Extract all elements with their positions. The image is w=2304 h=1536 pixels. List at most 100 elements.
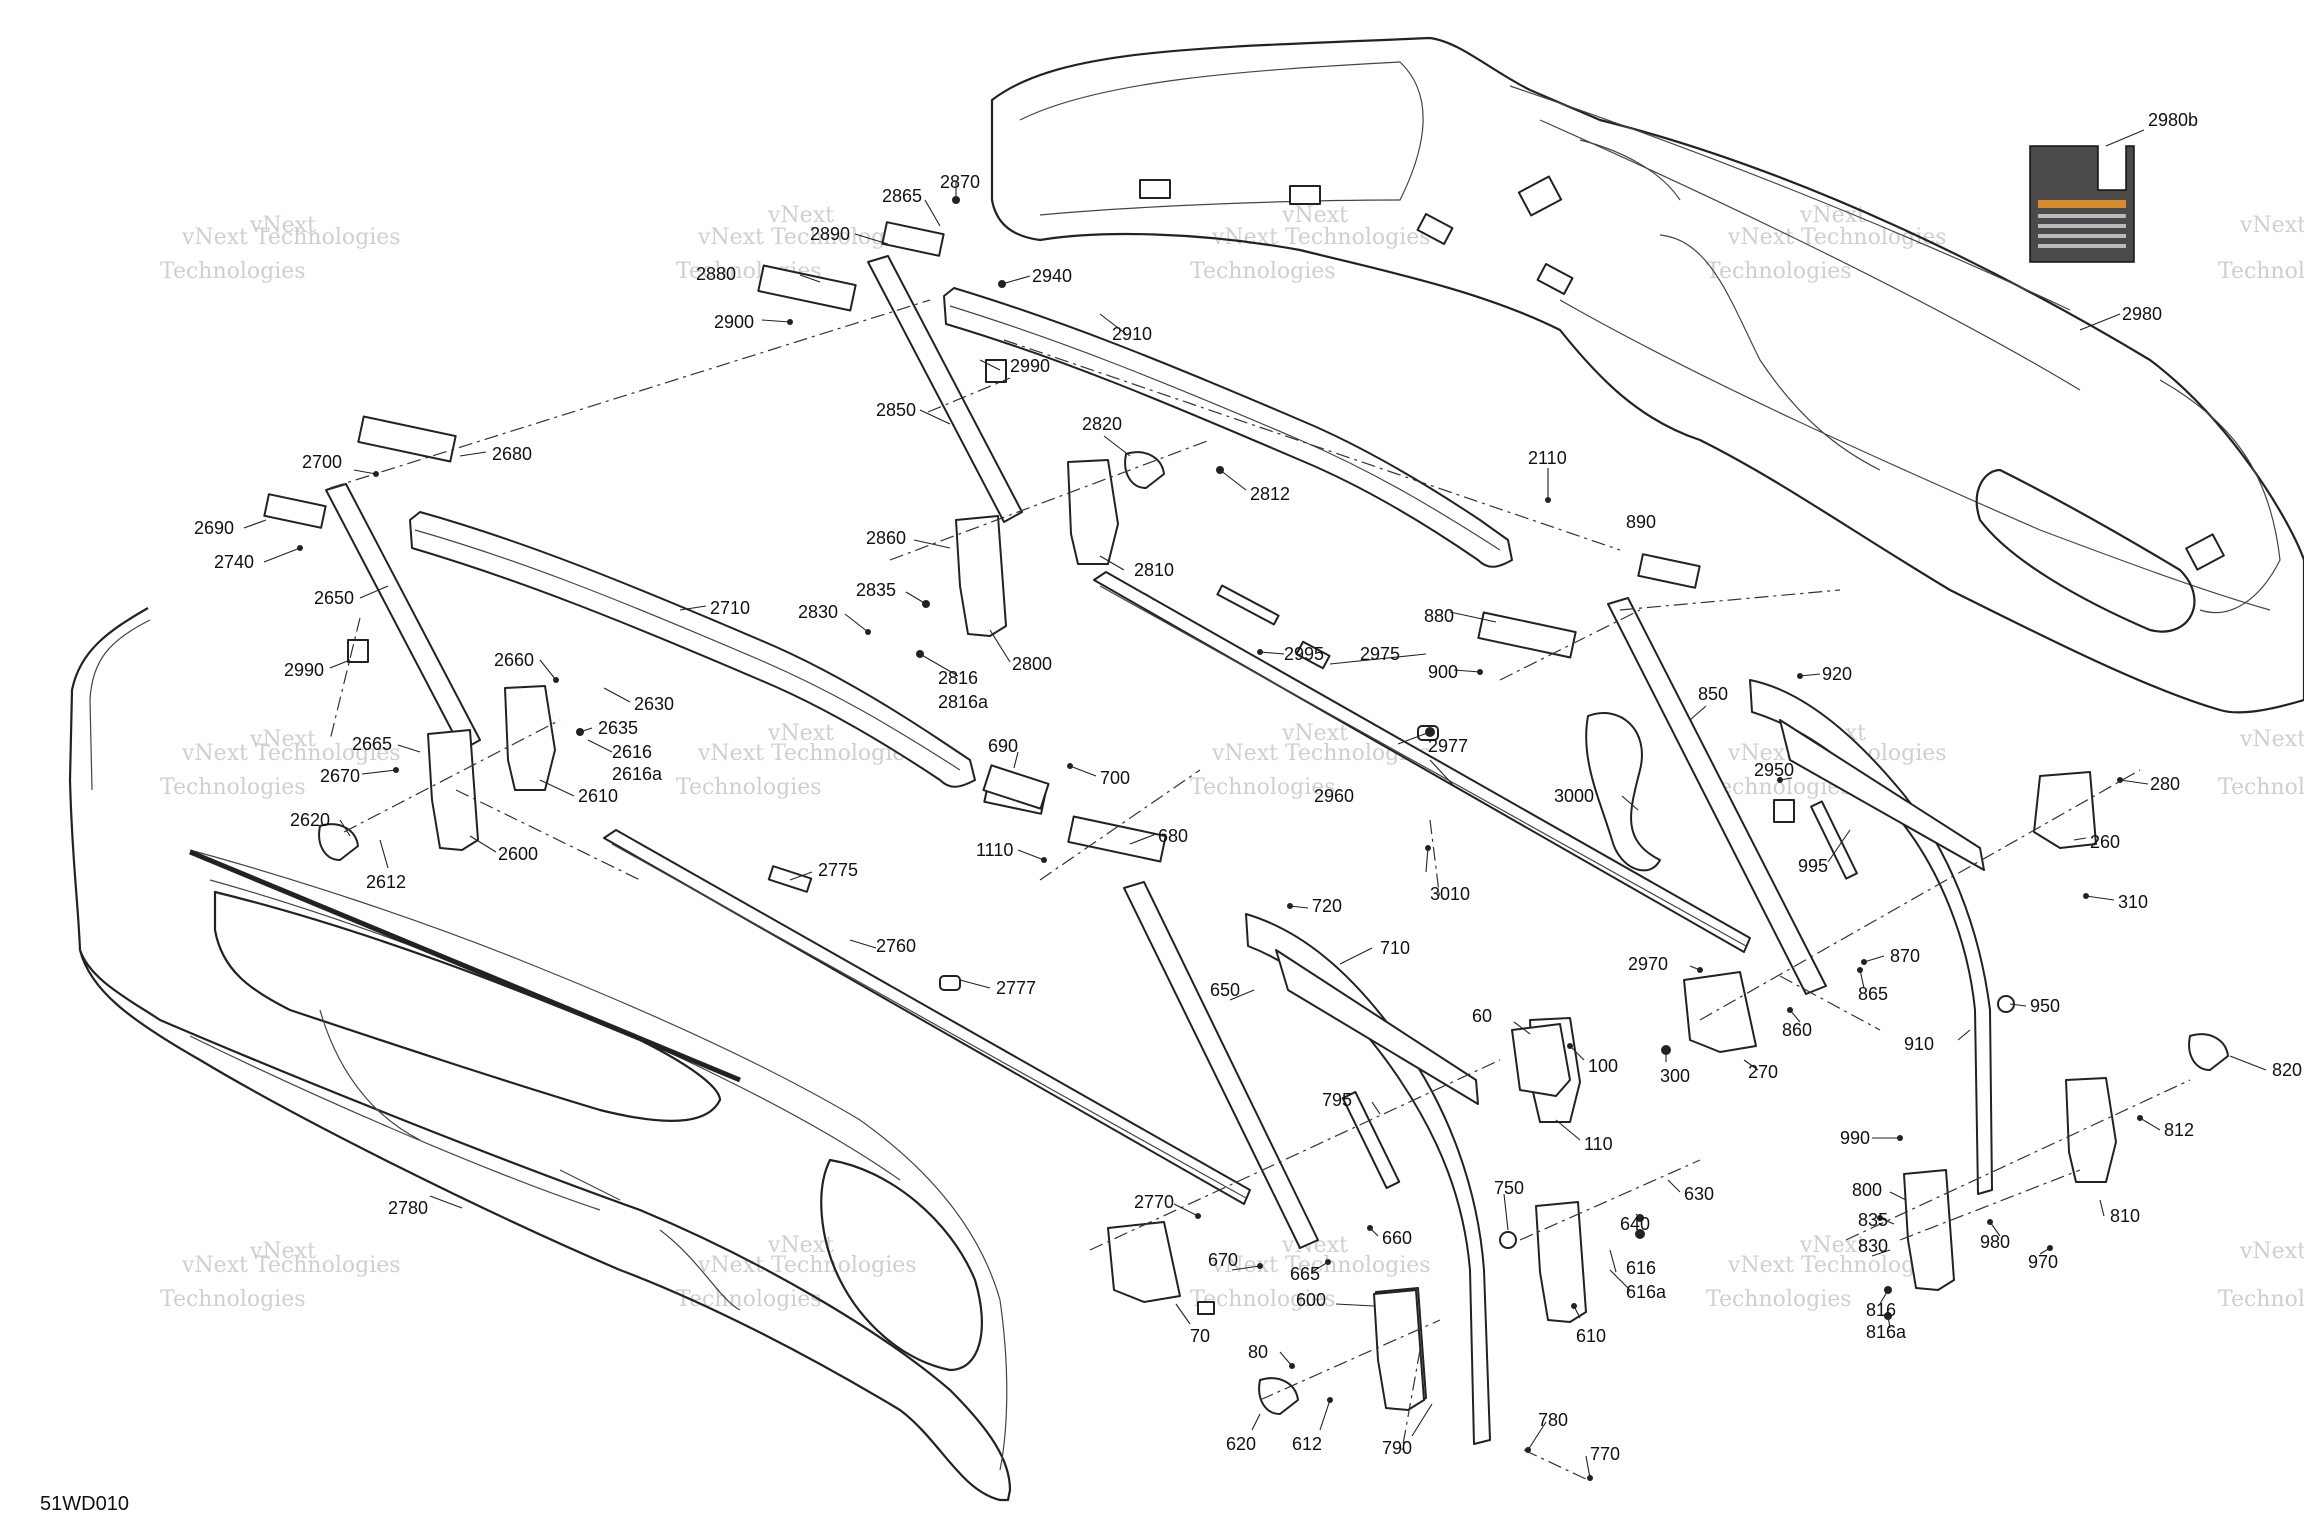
rear-enclosure-panel-2980	[990, 36, 2304, 714]
callout-label: 2950	[1754, 760, 1794, 780]
watermark-text: Technologies	[160, 259, 306, 284]
callout-label: 880	[1424, 606, 1454, 626]
callout-label: 665	[1290, 1264, 1320, 1284]
callout-label: 2810	[1134, 560, 1174, 580]
decal-2980b	[2029, 145, 2135, 263]
fastener-dots	[297, 196, 2143, 1481]
callout-label: 660	[1382, 1228, 1412, 1248]
track-rail-2910	[943, 287, 1513, 568]
watermark-text: vNext	[767, 721, 834, 746]
callout-label: 2812	[1250, 484, 1290, 504]
callout-label: 890	[1626, 512, 1656, 532]
callout-label: 616	[1626, 1258, 1656, 1278]
callout-label: 2990	[1010, 356, 1050, 376]
watermark-text: Technologies	[1190, 775, 1336, 800]
callout-label: 2650	[314, 588, 354, 608]
callout-label: 620	[1226, 1434, 1256, 1454]
callout-label: 2940	[1032, 266, 1072, 286]
callout-label: 2970	[1628, 954, 1668, 974]
callout-label: 2700	[302, 452, 342, 472]
callout-label: 2690	[194, 518, 234, 538]
watermark-text: vNext Technologies	[1727, 225, 1947, 250]
callout-label: 830	[1858, 1236, 1888, 1256]
callout-label: 300	[1660, 1066, 1690, 1086]
callout-label: 2616a	[612, 764, 663, 784]
watermark-text: Technologies	[676, 775, 822, 800]
lower-rail-2960	[1093, 571, 1751, 953]
watermark-text: Technologies	[160, 1287, 306, 1312]
callout-label: 600	[1296, 1290, 1326, 1310]
callout-label: 2600	[498, 844, 538, 864]
callout-label: 2740	[214, 552, 254, 572]
callout-label: 2960	[1314, 786, 1354, 806]
callout-label: 2820	[1082, 414, 1122, 434]
watermark-text: vNext	[249, 213, 316, 238]
callout-label: 920	[1822, 664, 1852, 684]
lower-rail-2760	[603, 829, 1251, 1205]
callout-label: 865	[1858, 984, 1888, 1004]
watermark-group: vNext vNext Technologies Technologies vN…	[160, 203, 2304, 1312]
callout-label: 700	[1100, 768, 1130, 788]
callout-label: 2980	[2122, 304, 2162, 324]
callout-label: 2816a	[938, 692, 989, 712]
front-enclosure-panel-2780	[68, 607, 1012, 1502]
callout-label: 2995	[1284, 644, 1324, 664]
watermark-text: vNext Technologies	[2239, 727, 2304, 752]
watermark-text: vNext Technologies	[1211, 225, 1431, 250]
callout-label: 2870	[940, 172, 980, 192]
assembly-lines	[329, 299, 2191, 1481]
callout-label: 2990	[284, 660, 324, 680]
callout-label: 770	[1590, 1444, 1620, 1464]
watermark-text: vNext	[1281, 721, 1348, 746]
callout-label: 2977	[1428, 736, 1468, 756]
track-rail-2710	[409, 511, 976, 788]
callout-label: 80	[1248, 1342, 1268, 1362]
callout-label: 2816	[938, 668, 978, 688]
callout-label: 2630	[634, 694, 674, 714]
post-frame-910	[1749, 679, 1993, 1195]
callout-label: 860	[1782, 1020, 1812, 1040]
callout-label: 616a	[1626, 1282, 1667, 1302]
watermark-text: vNext	[249, 727, 316, 752]
callout-label: 2635	[598, 718, 638, 738]
callout-label: 2800	[1012, 654, 1052, 674]
callout-label: 816a	[1866, 1322, 1907, 1342]
callout-label: 2850	[876, 400, 916, 420]
watermark-text: vNext Technologies	[181, 225, 401, 250]
callout-label: 2775	[818, 860, 858, 880]
callout-label: 710	[1380, 938, 1410, 958]
post-frame-710	[1245, 913, 1491, 1445]
watermark-text: vNext Technologies	[181, 1253, 401, 1278]
watermark-text: vNext	[1281, 203, 1348, 228]
callout-label: 850	[1698, 684, 1728, 704]
callout-label: 2980b	[2148, 110, 2198, 130]
callout-label: 270	[1748, 1062, 1778, 1082]
watermark-text: Technologies	[160, 775, 306, 800]
callout-label: 720	[1312, 896, 1342, 916]
watermark-text: vNext Technologies	[697, 1253, 917, 1278]
callout-label: 3010	[1430, 884, 1470, 904]
callout-label: 870	[1890, 946, 1920, 966]
callout-label: 280	[2150, 774, 2180, 794]
watermark-text: Technologies	[2218, 775, 2304, 800]
callout-label: 2777	[996, 978, 1036, 998]
callout-label: 990	[1840, 1128, 1870, 1148]
callout-label: 835	[1858, 1210, 1888, 1230]
callout-label: 310	[2118, 892, 2148, 912]
callout-label: 670	[1208, 1250, 1238, 1270]
callout-label: 612	[1292, 1434, 1322, 1454]
callout-label: 790	[1382, 1438, 1412, 1458]
callout-label: 795	[1322, 1090, 1352, 1110]
arm-650	[1123, 881, 1319, 1249]
callout-label: 2780	[388, 1198, 428, 1218]
callout-label: 640	[1620, 1214, 1650, 1234]
watermark-text: vNext Technologies	[181, 741, 401, 766]
callout-label: 780	[1538, 1410, 1568, 1430]
callout-label: 910	[1904, 1034, 1934, 1054]
callout-label: 750	[1494, 1178, 1524, 1198]
callout-label: 630	[1684, 1184, 1714, 1204]
callout-label: 690	[988, 736, 1018, 756]
callout-label: 980	[1980, 1232, 2010, 1252]
watermark-text: vNext Technologies	[697, 741, 917, 766]
callout-label: 2830	[798, 602, 838, 622]
